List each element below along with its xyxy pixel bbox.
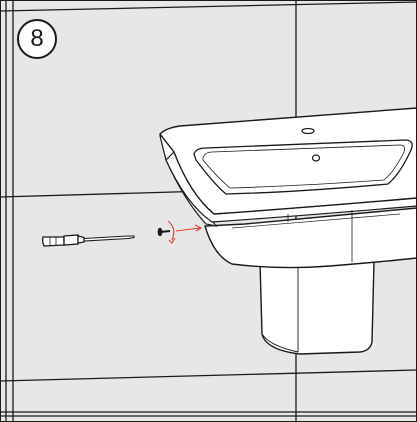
direction-arrow-icon bbox=[175, 224, 203, 232]
screw-thread bbox=[159, 230, 171, 233]
basin-highlight-line bbox=[231, 213, 401, 229]
pedestal-bottom-edge bbox=[261, 333, 299, 353]
tile-joint-horizontal bbox=[0, 369, 417, 382]
rotation-arrow-head bbox=[168, 237, 176, 244]
pedestal-body bbox=[259, 261, 375, 355]
step-number-badge: 8 bbox=[17, 19, 57, 59]
basin-bowl bbox=[193, 139, 413, 195]
washbasin bbox=[159, 107, 417, 269]
direction-arrow-line bbox=[175, 227, 201, 232]
basin-drain-hole bbox=[311, 154, 321, 162]
screwdriver-collar bbox=[63, 234, 79, 246]
direction-arrow-head bbox=[194, 224, 203, 232]
screwdriver-handle bbox=[42, 236, 65, 247]
tile-joint-horizontal bbox=[0, 1, 417, 12]
rotation-arrow-icon bbox=[167, 220, 176, 244]
screwdriver-shaft bbox=[83, 235, 135, 242]
basin-bowl-inner-line bbox=[202, 144, 405, 189]
semi-pedestal bbox=[259, 261, 375, 355]
screw-icon bbox=[157, 227, 171, 237]
screwdriver-ferrule bbox=[77, 235, 85, 244]
tap-hole bbox=[301, 127, 315, 135]
rotation-arrow-curve bbox=[167, 220, 175, 241]
step-number: 8 bbox=[30, 25, 44, 52]
basin-underside bbox=[204, 207, 417, 269]
screwdriver-icon bbox=[42, 234, 135, 247]
